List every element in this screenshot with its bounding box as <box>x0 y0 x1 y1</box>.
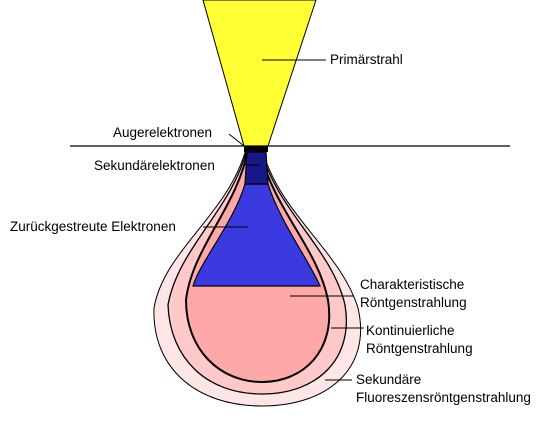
label-continuous-line2: Röntgenstrahlung <box>366 341 473 356</box>
label-characteristic-line2: Röntgenstrahlung <box>360 295 467 310</box>
label-secondary-electrons: Sekundärelektronen <box>94 158 215 173</box>
label-fluorescence-line1: Sekundäre <box>356 372 421 387</box>
label-continuous-line1: Kontinuierliche <box>366 323 455 338</box>
label-fluorescence-line2: Fluoreszensröntgenstrahlung <box>356 390 531 405</box>
secondary-electron-region <box>245 152 268 184</box>
label-characteristic-line1: Charakteristische <box>360 277 464 292</box>
label-backscattered-electrons: Zurückgestreute Elektronen <box>10 219 176 234</box>
label-primary-beam: Primärstrahl <box>330 52 403 67</box>
primary-beam <box>203 0 316 146</box>
auger-layer <box>244 146 268 152</box>
label-auger-electrons: Augerelektronen <box>113 125 212 140</box>
